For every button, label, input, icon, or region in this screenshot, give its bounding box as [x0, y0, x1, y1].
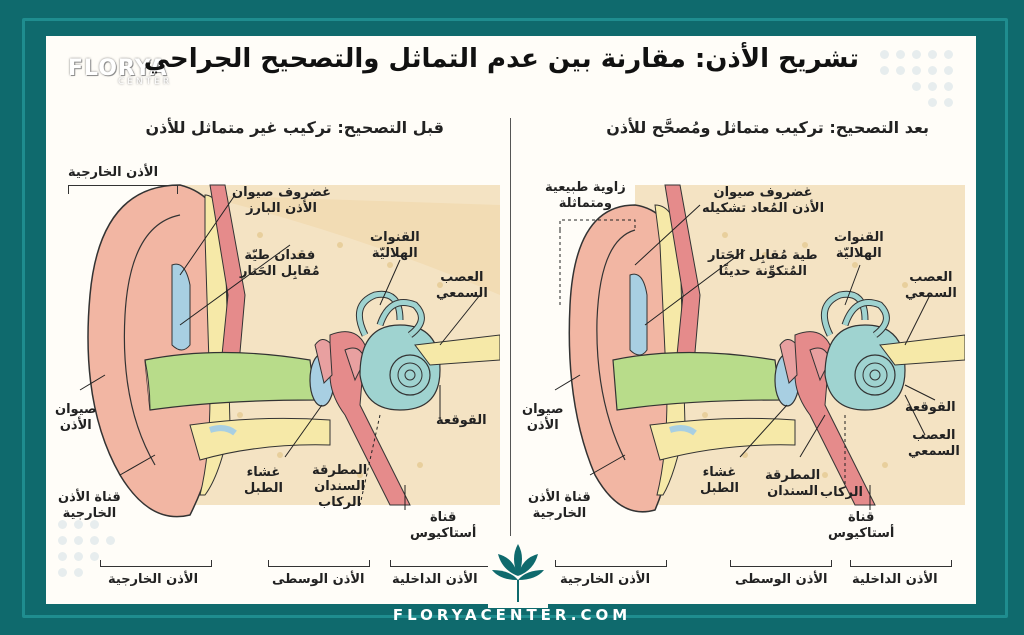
right-label-outer-ear: الأذن الخارجية: [560, 572, 650, 588]
left-label-pinna: صيوان الأذن: [55, 402, 97, 434]
right-label-ear-canal: قناة الأذن الخارجية: [528, 490, 591, 522]
right-label-ossicles-b: الركاب: [820, 485, 863, 501]
lotus-logo-icon: [488, 536, 548, 608]
right-panel-subtitle: بعد التصحيح: تركيب متماثل ومُصحَّح للأذن: [606, 118, 929, 137]
left-label-eardrum: غشاء الطبل: [244, 465, 283, 497]
left-label-ossicles: المطرقة السندان الركاب: [312, 463, 367, 511]
right-bracket-outer: [555, 560, 667, 567]
right-ear-illustration: [525, 175, 965, 545]
left-label-cochlea: القوقعة: [436, 413, 487, 429]
left-label-antihelix: فقدان طيّة مُقابِل الحَتار: [240, 248, 320, 280]
right-label-eustachian: قناة أستاكيوس: [828, 510, 894, 542]
right-label-nerve-top: العصب السمعي: [905, 270, 957, 302]
left-label-inner-ear: الأذن الداخلية: [392, 572, 478, 588]
left-label-outer-ear: الأذن الخارجية: [108, 572, 198, 588]
right-bracket-inner: [850, 560, 952, 567]
right-label-cartilage: غضروف صيوان الأذن المُعاد تشكيله: [702, 185, 824, 217]
left-label-nerve: العصب السمعي: [436, 270, 488, 302]
left-bracket-middle: [268, 560, 370, 567]
right-label-eardrum: غشاء الطبل: [700, 465, 739, 497]
page-title: تشريح الأذن: مقارنة بين عدم التماثل والت…: [144, 44, 859, 74]
right-label-cochlea: القوقعة: [905, 400, 956, 416]
right-label-nerve: العصب السمعي: [908, 428, 960, 460]
left-label-canals: القنوات الهلاليّة: [370, 230, 420, 262]
left-bracket-inner: [390, 560, 492, 567]
right-label-canals: القنوات الهلاليّة: [834, 230, 884, 262]
left-label-ear-canal: قناة الأذن الخارجية: [58, 490, 121, 522]
left-panel-subtitle: قبل التصحيح: تركيب غير متماثل للأذن: [145, 118, 444, 137]
left-label-outer-ear-bracket: [68, 185, 178, 194]
right-label-antihelix: طية مُقابِل الحَتار المُتكوِّنة حديثًا: [708, 248, 818, 280]
left-label-cartilage: غضروف صيوان الأذن البارز: [232, 185, 331, 217]
right-label-pinna: صيوان الأذن: [522, 402, 564, 434]
left-label-middle-ear: الأذن الوسطى: [272, 572, 365, 588]
right-label-ossicles-a: المطرقة السندان: [765, 468, 820, 500]
right-label-inner-ear: الأذن الداخلية: [852, 572, 938, 588]
right-label-middle-ear: الأذن الوسطى: [735, 572, 828, 588]
panel-divider: [510, 118, 511, 548]
right-label-angle: زاوية طبيعية ومتماثلة: [545, 180, 626, 212]
left-bracket-outer: [100, 560, 212, 567]
left-label-outer-ear-top: الأذن الخارجية: [68, 165, 158, 181]
left-label-eustachian: قناة أستاكيوس: [410, 510, 476, 542]
right-bracket-middle: [730, 560, 832, 567]
logo-subtext: CENTER: [118, 77, 183, 87]
footer-url: FLORYACENTER.COM: [0, 606, 1024, 624]
